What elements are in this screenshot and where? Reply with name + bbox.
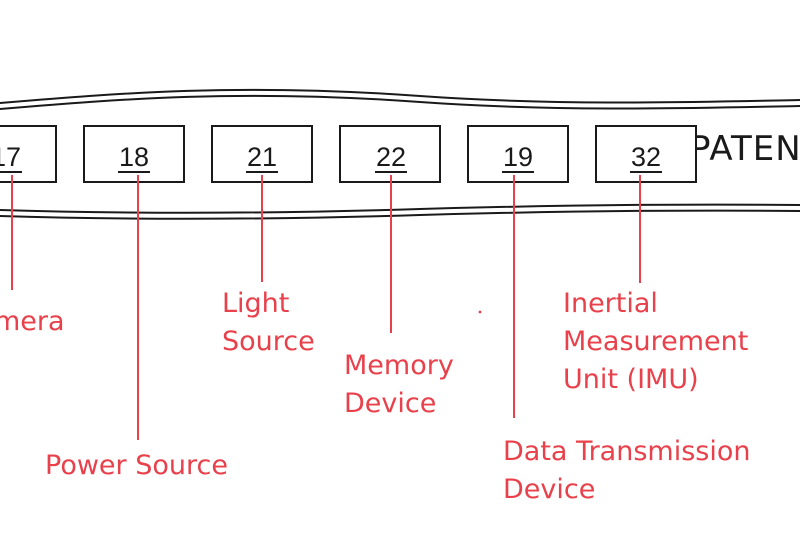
callout-imu: Inertial Measurement Unit (IMU) [563,288,757,395]
callout-data-transmission-line-1: Data Transmission [503,436,750,467]
callout-camera: mera [0,306,65,337]
patent-watermark-text: PATEN [690,129,800,169]
callout-power-source: Power Source [45,450,228,481]
device-housing [0,88,800,220]
component-box-21: 21 [211,125,313,183]
ref-number-17: 17 [0,142,21,172]
callout-light-source-line-2: Source [222,326,315,357]
callout-memory-device-line-1: Memory [344,350,454,381]
housing-top-inner [0,94,800,110]
housing-bottom-inner [0,203,800,214]
callout-imu-line-1: Inertial [563,288,658,319]
ref-number-22: 22 [376,142,406,172]
callout-power-source-line-1: Power Source [45,450,228,481]
ref-number-19: 19 [503,142,533,172]
callout-camera-line-1: mera [0,306,65,337]
callout-data-transmission-line-2: Device [503,474,595,505]
housing-top-outer [0,88,800,104]
component-box-17: 17 [0,125,57,183]
callout-data-transmission-device: Data Transmission Device [503,436,759,505]
callout-imu-line-3: Unit (IMU) [563,364,699,395]
component-box-22: 22 [339,125,441,183]
housing-bottom-outer [0,209,800,220]
ref-number-21: 21 [247,142,277,172]
ref-number-18: 18 [119,142,149,172]
component-box-19: 19 [467,125,569,183]
stray-dot [478,310,482,314]
component-box-18: 18 [83,125,185,183]
callout-light-source-line-1: Light [222,288,289,319]
callout-memory-device: Memory Device [344,350,462,419]
ref-number-32: 32 [631,142,661,172]
callout-memory-device-line-2: Device [344,388,436,419]
component-box-32: 32 [595,125,697,183]
callout-imu-line-2: Measurement [563,326,748,357]
callout-light-source: Light Source [222,288,315,357]
